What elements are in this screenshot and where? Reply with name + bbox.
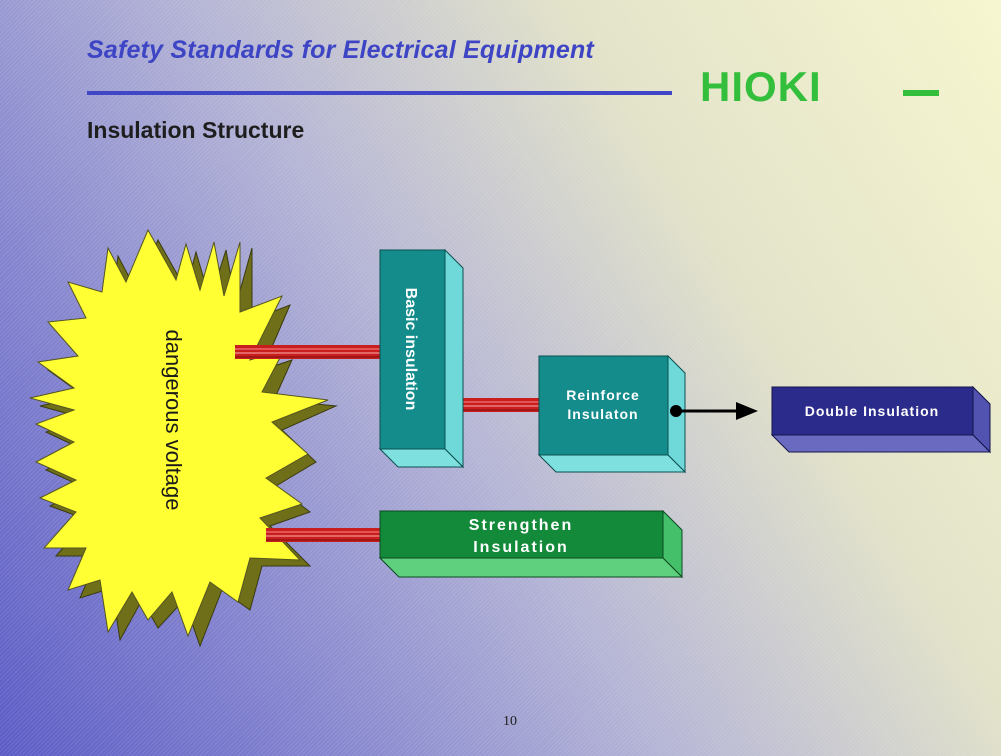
basic-insulation-box bbox=[378, 248, 465, 469]
logo-dash bbox=[903, 90, 939, 96]
reinforce-label-line1: Reinforce bbox=[566, 387, 640, 403]
page-number: 10 bbox=[503, 714, 517, 729]
reinforce-label-line2: Insulaton bbox=[567, 406, 638, 422]
hioki-logo: HIOKI bbox=[700, 63, 822, 110]
connector-source-strengthen bbox=[266, 528, 384, 542]
double-insulation-label: Double Insulation bbox=[805, 403, 939, 419]
slide-title: Safety Standards for Electrical Equipmen… bbox=[87, 36, 594, 64]
arrow-to-double bbox=[670, 402, 758, 420]
section-heading: Insulation Structure bbox=[87, 117, 305, 143]
title-underline bbox=[87, 91, 672, 95]
strengthen-label-line2: Insulation bbox=[473, 539, 569, 556]
strengthen-insulation-box bbox=[378, 509, 684, 579]
dangerous-voltage-starburst bbox=[29, 228, 329, 638]
connector-source-basic bbox=[235, 345, 383, 359]
basic-insulation-label: Basic insulation bbox=[402, 288, 419, 411]
dangerous-voltage-label: dangerous voltage bbox=[161, 329, 186, 510]
strengthen-label-line1: Strengthen bbox=[469, 517, 573, 534]
connector-basic-reinforce bbox=[455, 398, 541, 412]
double-insulation-box bbox=[770, 385, 992, 454]
